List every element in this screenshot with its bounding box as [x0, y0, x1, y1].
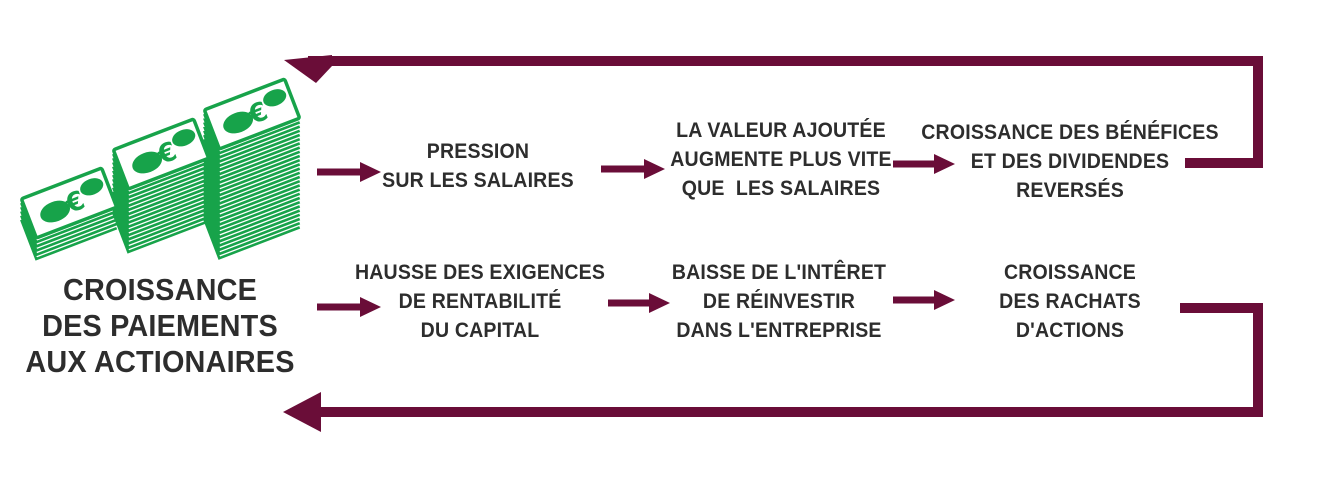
banknote-oval-small [263, 89, 287, 107]
banknote-oval-large [223, 111, 254, 134]
feedback-line-bottom-path [302, 303, 1263, 417]
money-stack-large-edges [203, 113, 301, 260]
arrowhead-left-top-icon [284, 55, 332, 83]
banknote-stack-lines [203, 113, 301, 260]
step-croissance-rachats: CROISSANCE DES RACHATS D'ACTIONS [999, 261, 1141, 342]
money-stack-small-edges [20, 202, 118, 261]
flow-arrow-top-1 [317, 162, 381, 182]
banknote-large-top: € [203, 77, 301, 151]
step-pression-salaires: PRESSION SUR LES SALAIRES [382, 140, 574, 192]
arrowhead-left-bottom-icon [283, 392, 321, 432]
banknote-small-top: € [20, 166, 118, 240]
money-stacks-icon: € € € [20, 77, 301, 261]
arrowhead-right-icon [644, 159, 665, 179]
step-croissance-benefices: CROISSANCE DES BÉNÉFICES ET DES DIVIDEND… [921, 121, 1219, 202]
flow-arrow-top-3 [893, 154, 955, 174]
step-hausse-exigences: HAUSSE DES EXIGENCES DE RENTABILITÉ DU C… [354, 261, 606, 342]
arrowhead-right-icon [360, 297, 381, 317]
flow-arrow-bottom-3 [893, 290, 955, 310]
flow-arrow-bottom-1 [317, 297, 381, 317]
banknote-stack-lines [112, 153, 210, 254]
feedback-line-top-path [308, 56, 1263, 168]
banknote-oval-small [80, 178, 104, 196]
banknote-oval-small [172, 129, 196, 147]
banknote-medium-top: € [112, 117, 210, 191]
arrowhead-right-icon [360, 162, 381, 182]
source-node-label: CROISSANCE DES PAIEMENTS AUX ACTIONAIRES [25, 272, 295, 379]
flow-arrow-bottom-2 [608, 293, 670, 313]
arrowhead-right-icon [934, 154, 955, 174]
arrowhead-right-icon [934, 290, 955, 310]
flow-arrow-top-2 [601, 159, 665, 179]
banknote-oval-large [132, 151, 163, 174]
feedback-line-bottom [283, 303, 1263, 432]
money-stack-medium-edges [112, 153, 210, 254]
feedback-line-top [284, 55, 1263, 168]
arrowhead-right-icon [649, 293, 670, 313]
banknote-oval-large [40, 200, 71, 223]
banknote-stack-lines [20, 202, 118, 261]
step-baisse-interet: BAISSE DE L'INTÊRET DE RÉINVESTIR DANS L… [671, 261, 887, 342]
step-valeur-ajoutee: LA VALEUR AJOUTÉE AUGMENTE PLUS VITE QUE… [670, 119, 892, 200]
